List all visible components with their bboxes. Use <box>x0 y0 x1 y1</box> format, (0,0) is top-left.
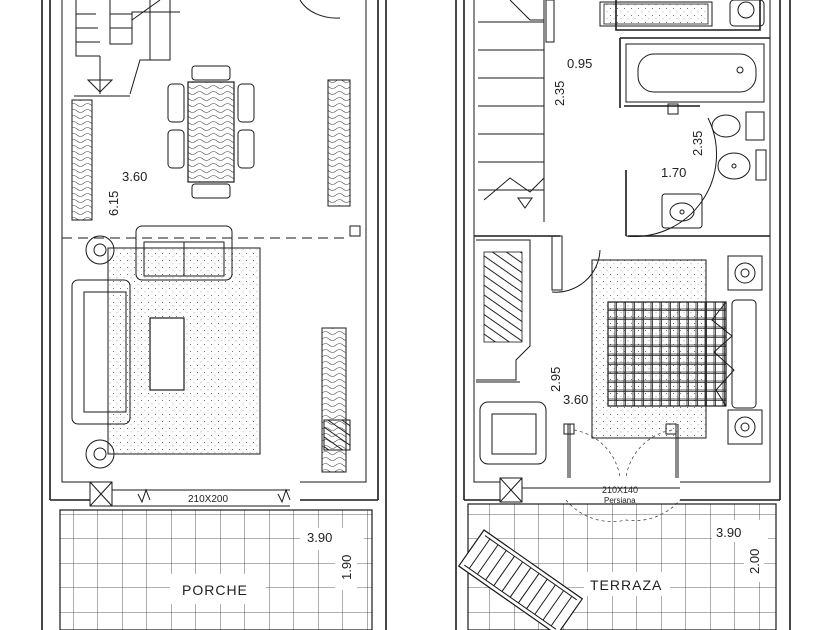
double-bed <box>591 259 757 439</box>
dim-bedroom-width: 3.60 <box>563 392 588 407</box>
upper-floor-plan <box>455 0 791 630</box>
terrace <box>457 503 777 630</box>
staircase-upper <box>473 0 555 222</box>
terrace-depth: 2.00 <box>747 549 762 574</box>
porch-depth: 1.90 <box>339 555 354 580</box>
door-size-upper: 210X140 <box>602 485 638 495</box>
dim-bath-width: 1.70 <box>661 165 686 180</box>
lamp-bottom <box>85 439 115 469</box>
wardrobe <box>476 239 531 383</box>
sun-lounger <box>457 529 584 630</box>
toilet <box>711 111 765 141</box>
dim-bedroom-length: 2.95 <box>548 367 563 392</box>
door-note-upper: Persiana <box>604 496 636 505</box>
armchair <box>479 401 547 465</box>
porch-width: 3.90 <box>307 530 332 545</box>
terrace-label: TERRAZA <box>590 577 662 593</box>
cabinet-left <box>71 99 93 221</box>
staircase-ground <box>74 0 180 97</box>
porch <box>59 509 373 630</box>
cabinet-right <box>327 79 351 207</box>
sofa-left <box>71 279 131 425</box>
dim-room-width: 3.60 <box>122 169 147 184</box>
bathtub <box>625 43 765 103</box>
coffee-table <box>149 317 185 391</box>
dim-hall-length: 2.35 <box>552 81 567 106</box>
ground-floor-plan <box>41 0 387 630</box>
dining-table <box>167 65 255 199</box>
dim-bath-length: 2.35 <box>690 131 705 156</box>
porch-label: PORCHE <box>182 582 248 598</box>
dim-hall: 0.95 <box>567 56 592 71</box>
bidet <box>717 149 767 181</box>
nightstand-top <box>727 255 763 291</box>
nightstand-bottom <box>727 409 763 445</box>
terrace-width: 3.90 <box>716 525 741 540</box>
door-size-ground: 210X200 <box>188 494 228 505</box>
dim-room-length: 6.15 <box>106 191 121 216</box>
bathroom-sink <box>661 193 703 229</box>
sofa-top <box>135 225 233 281</box>
lamp-top <box>85 235 115 265</box>
